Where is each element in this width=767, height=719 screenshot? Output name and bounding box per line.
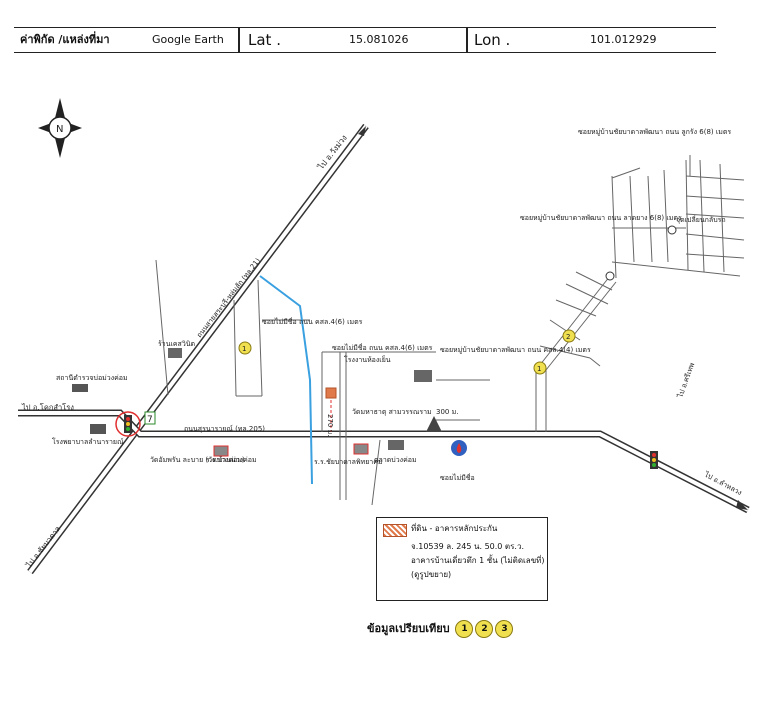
svg-text:2: 2 [566, 333, 570, 341]
label-hospital: โรงพยาบาลลำนารายณ์ [52, 437, 124, 446]
seven-eleven-label: 7 [147, 415, 153, 425]
lon-value: 101.012929 [590, 33, 657, 46]
label-soi-2: ซอยไม่มีชื่อ ถนน คสล.4(6) เมตร [332, 343, 433, 352]
lat-value: 15.081026 [349, 33, 409, 46]
comparison-coin-3: 3 [495, 620, 514, 638]
compass-letter: N [56, 124, 63, 135]
school-icon [213, 445, 229, 457]
building-icon [168, 348, 182, 358]
hospital-icon [90, 424, 106, 434]
junction-marker [605, 271, 615, 281]
label-market: ตลาดบ่วงค่อม [374, 456, 417, 464]
compare-marker-2: 2 [562, 329, 576, 343]
coordinate-header: ค่าพิกัด /แหล่งที่มา Google Earth Lat . … [14, 27, 716, 53]
header-separator [466, 28, 468, 52]
label-road-205: ถนนสุรนารายณ์ (ทล.205) [184, 425, 265, 433]
gas-station-icon [451, 440, 467, 456]
label-shop: ร้านเคสวินิต [158, 340, 196, 348]
market-icon [388, 440, 404, 450]
label-police: สถานีตำรวจบ่อม่วงค่อม [56, 374, 128, 382]
legend-lines: จ.10539 ล. 245 น. 50.0 ตร.ว. อาคารบ้านเด… [411, 540, 545, 582]
header-separator [238, 28, 240, 52]
label-to-lop-buri: ไป อ.โคกสำโรง [21, 403, 74, 412]
legend-title: ที่ดิน - อาคารหลักประกัน [411, 524, 498, 533]
collateral-swatch [383, 524, 407, 537]
svg-text:1: 1 [242, 345, 246, 353]
roundabout-marker [667, 225, 677, 235]
legend-line-3: (ดูรูปขยาย) [411, 570, 452, 579]
comparison-coin-1: 1 [455, 620, 474, 638]
lon-label: Lon . [474, 31, 511, 49]
label-school-2: ร.ร.ชัยบาดาลพิทยาคม [314, 458, 383, 466]
highway-21 [27, 123, 369, 575]
legend: ที่ดิน - อาคารหลักประกัน จ.10539 ล. 245 … [376, 517, 548, 601]
compare-marker-1: 1 [533, 361, 547, 375]
label-soi-3: ซอยไม่มีชื่อ [440, 473, 475, 482]
label-distance-270: 270 ม. [326, 414, 334, 436]
comparison-coin-2: 2 [475, 620, 494, 638]
comparison-label: ข้อมูลเปรียบเทียบ [367, 622, 450, 635]
label-village-1: ซอยหมู่บ้านชัยบาดาลพัฒนา ถนน ลูกรัง 6(8)… [578, 128, 731, 136]
school-icon [353, 443, 369, 455]
label-to-si-thep: ไป อ.ศรีเทพ [675, 361, 696, 400]
compare-marker-1: 1 [238, 341, 252, 355]
traffic-light-icon [115, 411, 141, 437]
label-school-1: ร.ร.บ้านม่วงค่อม [206, 456, 257, 464]
canal [259, 275, 313, 485]
label-to-chai-badan: ไป อ.ชัยบาดาล [24, 524, 62, 570]
lat-label: Lat . [248, 31, 281, 49]
label-highway-21: ถนนสายสระบุรี-หล่มสัก (ทล.21) [195, 257, 262, 340]
road-205 [18, 409, 750, 514]
source-value: Google Earth [152, 33, 224, 46]
collateral-location [325, 387, 337, 399]
legend-line-2: อาคารบ้านเดี่ยวตึก 1 ชั้น (ไม่ติดเลขที่) [411, 556, 545, 565]
coord-source-label: ค่าพิกัด /แหล่งที่มา [20, 33, 110, 46]
compass-icon: N [38, 98, 82, 158]
label-distance-300: 300 ม. [436, 408, 458, 416]
seven-eleven-icon: 7 [144, 411, 156, 425]
building-icon [72, 384, 88, 392]
legend-line-1: จ.10539 ล. 245 น. 50.0 ตร.ว. [411, 542, 525, 551]
traffic-light-icon [650, 451, 658, 469]
label-roundabout: จุดเปลี่ยนกลับรถ [676, 215, 726, 224]
label-village-2: ซอยหมู่บ้านชัยบาดาลพัฒนา ถนน ลาดยาง 6(8)… [520, 214, 682, 222]
temple-icon [426, 416, 442, 432]
label-soi-1: ซอยไม่มีชื่อ ถนน คสล.4(6) เมตร [262, 317, 363, 326]
svg-text:1: 1 [537, 365, 541, 373]
label-temple: วัดมหาธาตุ สามวรรณราม [352, 408, 432, 416]
factory-icon [414, 370, 432, 382]
label-village-3: ซอยหมู่บ้านชัยบาดาลพัฒนา ถนน คสล.4(4) เม… [440, 346, 591, 354]
label-factory: โรงงานห้องเย็น [344, 355, 391, 364]
label-mosque: วัดอัมพรัน ละบาย (วัดบ่วงค่อม) [150, 456, 245, 464]
